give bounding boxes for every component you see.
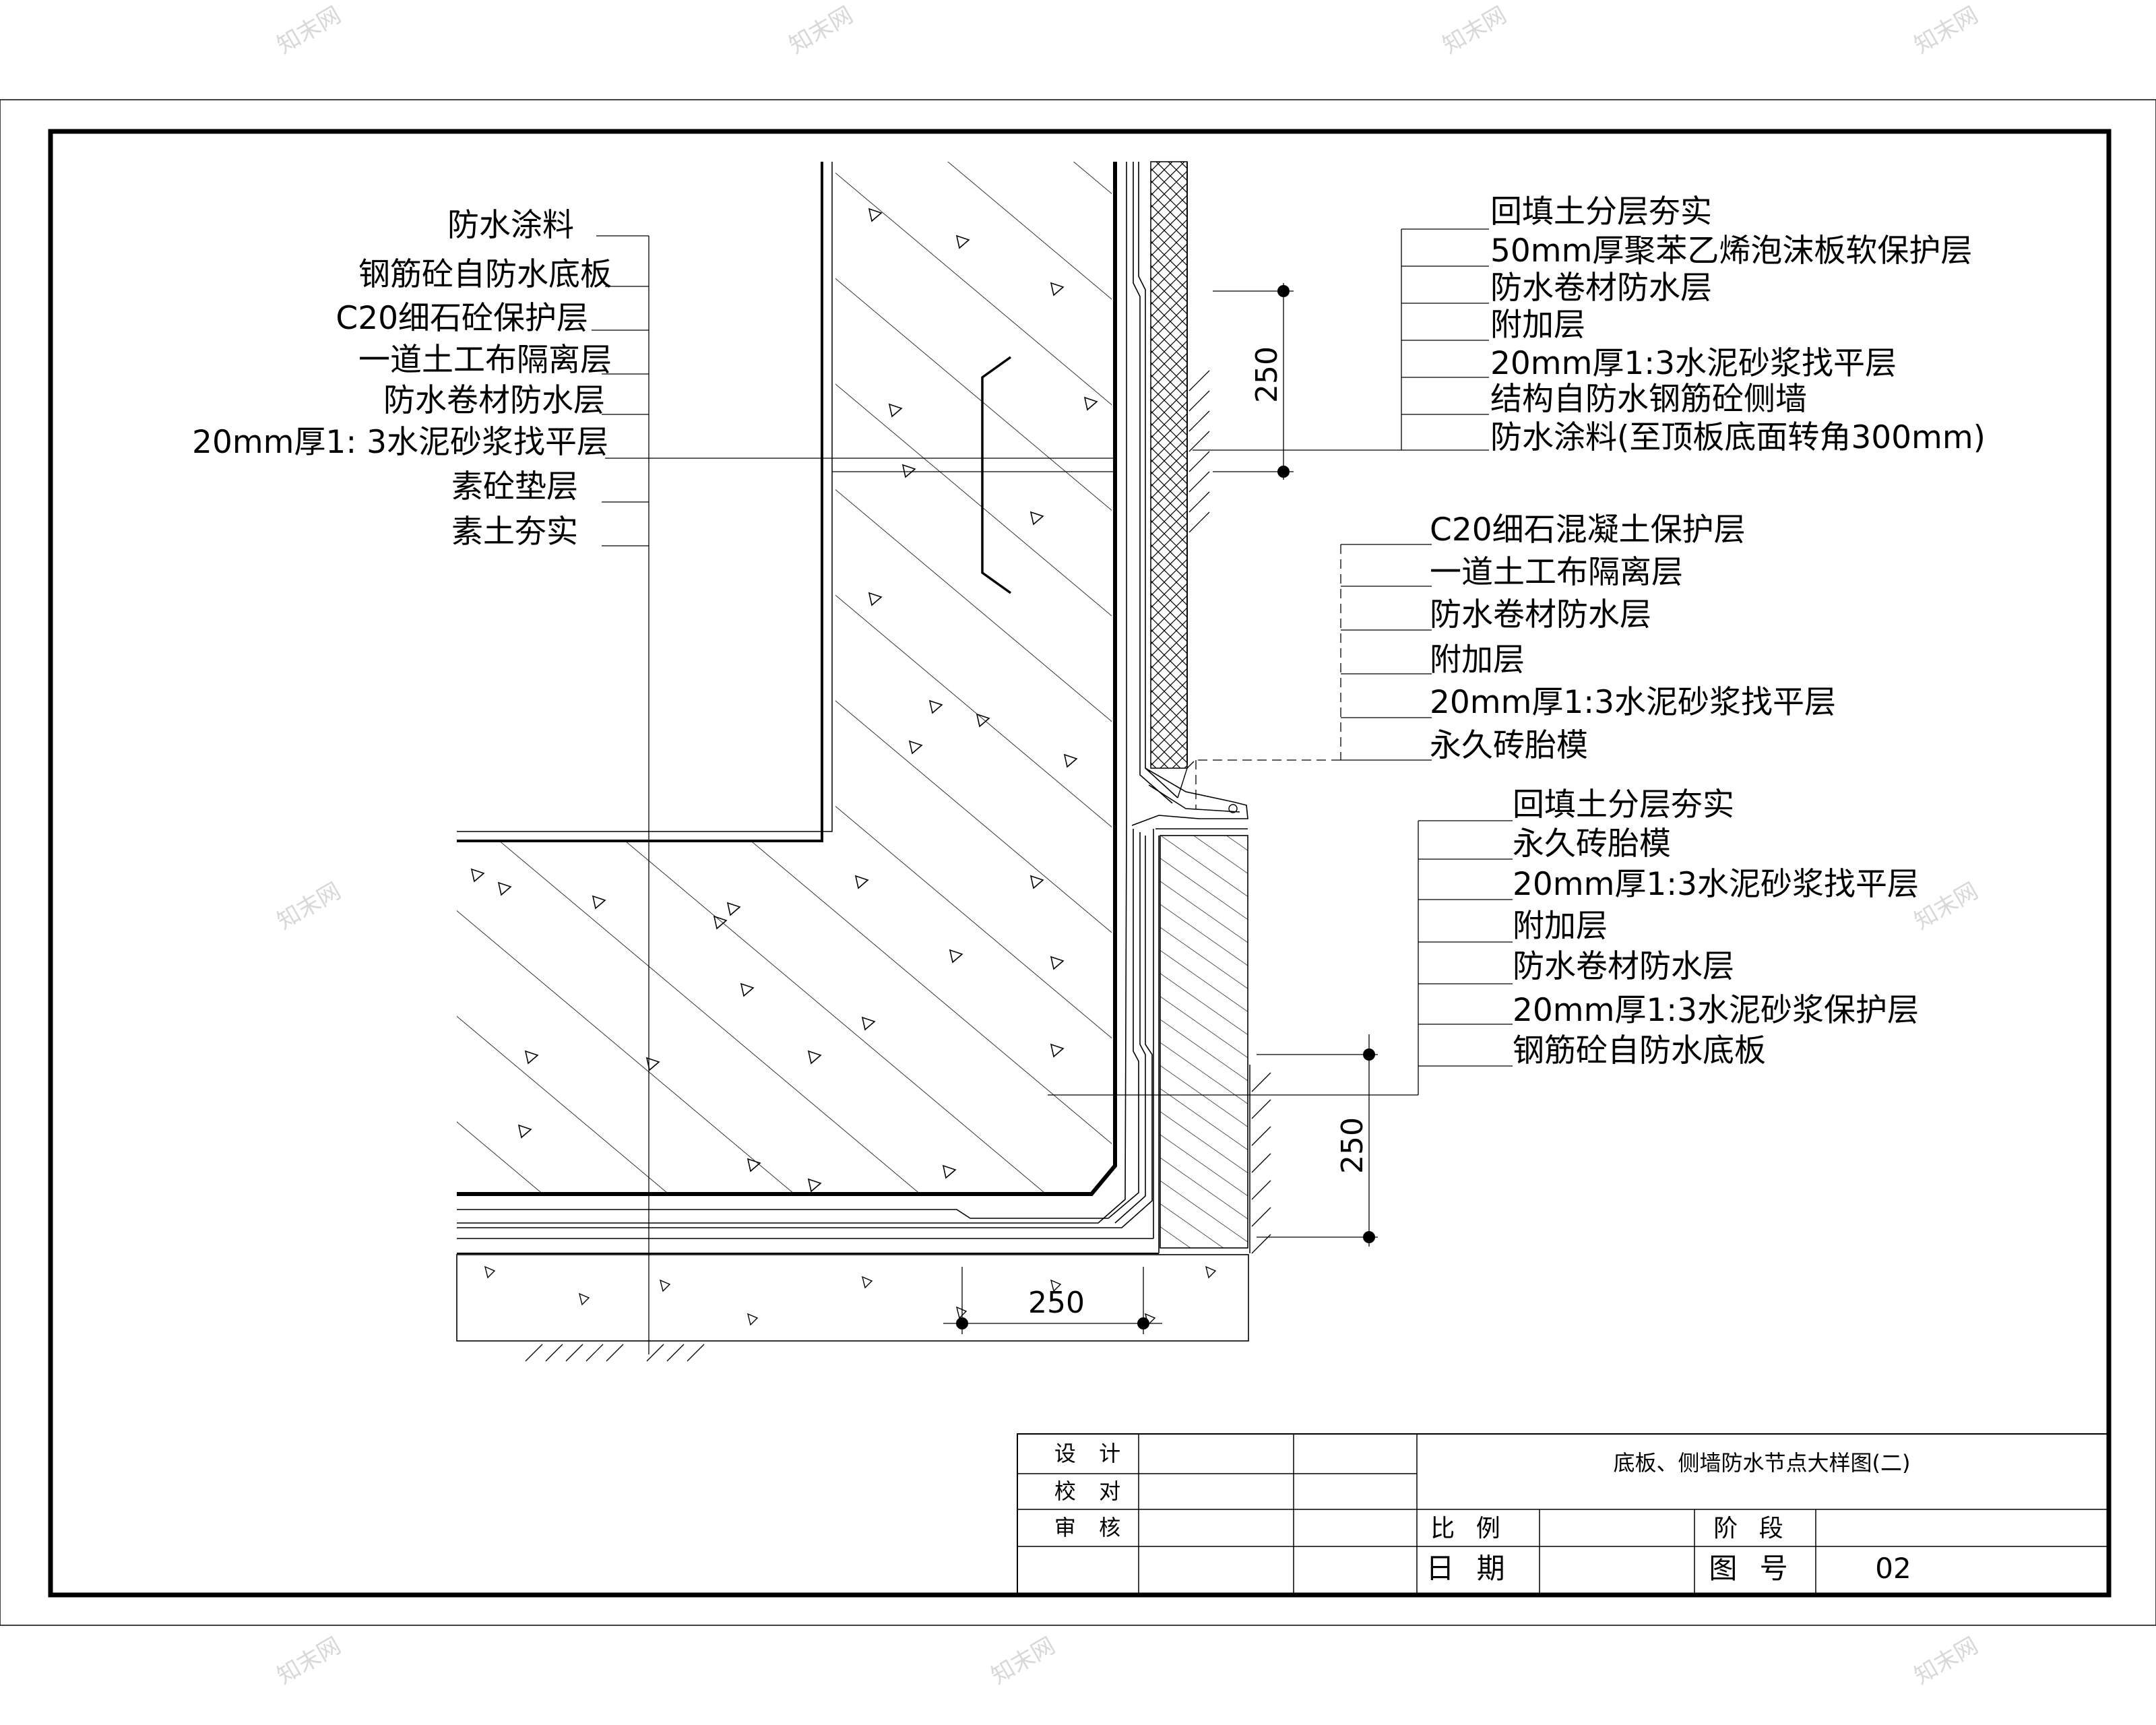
right-top-label-6: 结构自防水钢筋砼侧墙	[1490, 381, 1807, 418]
right-top-leaders	[1193, 228, 1489, 480]
wall-concrete	[835, 162, 1112, 842]
left-label-7: 素砼垫层	[451, 468, 578, 505]
left-label-group: 防水涂料 钢筋砼自防水底板 C20细石砼保护层 一道土工布隔离层 防水卷材防水层…	[192, 207, 612, 551]
brick-mould	[1160, 835, 1248, 1249]
watermark: 知末网	[273, 1, 346, 59]
right-top-label-3: 防水卷材防水层	[1490, 270, 1712, 307]
backfill-lower	[1249, 1065, 1271, 1254]
dim-dot	[1277, 466, 1290, 478]
left-leaders	[592, 235, 1115, 1354]
foam-board	[1150, 161, 1188, 769]
coating-line	[457, 162, 833, 832]
tb-drawing-no: 02	[1875, 1552, 1911, 1585]
left-label-1: 防水涂料	[447, 207, 574, 244]
watermark: 知末网	[1910, 1, 1983, 59]
left-label-6: 20mm厚1: 3水泥砂浆找平层	[192, 424, 608, 461]
tb-scale-label: 比 例	[1430, 1515, 1507, 1542]
right-mid-label-3: 防水卷材防水层	[1430, 596, 1651, 633]
right-top-label-1: 回填土分层夯实	[1490, 193, 1712, 230]
right-bottom-leaders	[1048, 820, 1513, 1247]
right-mid-label-1: C20细石混凝土保护层	[1430, 511, 1746, 548]
slab-top-line	[457, 162, 823, 842]
dim-bottom-vertical: 250	[1335, 1117, 1370, 1174]
right-bottom-label-2: 永久砖胎模	[1513, 825, 1671, 862]
watermark: 知末网	[785, 1, 858, 59]
outer-sheet-border	[0, 99, 2156, 1626]
right-top-label-2: 50mm厚聚苯乙烯泡沫板软保护层	[1490, 232, 1972, 270]
right-mid-ticks	[1341, 544, 1432, 761]
waterproof-layers	[457, 162, 1248, 1254]
dim-dot	[956, 1317, 968, 1329]
watermark: 知末网	[273, 1632, 346, 1690]
tb-design: 设 计	[1054, 1441, 1129, 1466]
backfill-upper	[1188, 370, 1210, 533]
right-bottom-label-1: 回填土分层夯实	[1513, 786, 1734, 823]
dim-horizontal: 250	[1028, 1286, 1085, 1320]
right-top-label-7: 防水涂料(至顶板底面转角300mm)	[1490, 419, 1986, 456]
right-bottom-label-4: 附加层	[1513, 908, 1608, 945]
title-block	[1017, 1433, 2108, 1595]
tb-review: 审 核	[1054, 1515, 1129, 1540]
right-mid-label-group: C20细石混凝土保护层 一道土工布隔离层 防水卷材防水层 附加层 20mm厚1:…	[1430, 511, 1836, 764]
watermark: 知末网	[273, 877, 346, 935]
cushion-layer	[456, 1254, 1249, 1342]
right-mid-label-2: 一道土工布隔离层	[1430, 554, 1683, 591]
tb-stage-label: 阶 段	[1713, 1515, 1789, 1542]
dim-dot	[1277, 285, 1290, 297]
rebar-symbol	[981, 356, 1012, 594]
right-bottom-label-5: 防水卷材防水层	[1513, 948, 1734, 985]
watermark: 知末网	[1910, 1632, 1983, 1690]
dim-dot	[1137, 1317, 1149, 1329]
aggregate-marks	[470, 208, 1098, 1193]
right-bottom-label-group: 回填土分层夯实 永久砖胎模 20mm厚1:3水泥砂浆找平层 附加层 防水卷材防水…	[1513, 786, 1919, 1069]
tb-date-label: 日 期	[1426, 1552, 1511, 1585]
dim-dot	[1363, 1231, 1375, 1243]
dim-dot	[1363, 1048, 1375, 1061]
tb-check: 校 对	[1054, 1478, 1129, 1504]
title-block-text: 设 计 校 对 审 核 底板、侧墙防水节点大样图(二) 比 例 阶 段 日 期 …	[1054, 1441, 1911, 1585]
right-bottom-label-6: 20mm厚1:3水泥砂浆保护层	[1513, 992, 1919, 1029]
right-bottom-label-7: 钢筋砼自防水底板	[1513, 1032, 1766, 1069]
left-label-4: 一道土工布隔离层	[358, 342, 612, 379]
watermark: 知末网	[987, 1632, 1060, 1690]
right-mid-label-4: 附加层	[1430, 641, 1525, 679]
tb-title: 底板、侧墙防水节点大样图(二)	[1614, 1450, 1911, 1476]
left-label-8: 素土夯实	[451, 513, 578, 551]
tb-drawing-no-label: 图 号	[1709, 1552, 1794, 1585]
right-top-label-4: 附加层	[1490, 307, 1585, 344]
right-top-label-5: 20mm厚1:3水泥砂浆找平层	[1490, 345, 1897, 382]
left-label-5: 防水卷材防水层	[383, 382, 605, 419]
structure-concrete	[457, 162, 1117, 1196]
left-label-2: 钢筋砼自防水底板	[358, 256, 612, 293]
right-top-label-group: 回填土分层夯实 50mm厚聚苯乙烯泡沫板软保护层 防水卷材防水层 附加层 20m…	[1490, 193, 1986, 456]
right-mid-label-6: 永久砖胎模	[1430, 727, 1588, 764]
right-mid-label-5: 20mm厚1:3水泥砂浆找平层	[1430, 684, 1836, 721]
right-bottom-label-3: 20mm厚1:3水泥砂浆找平层	[1513, 866, 1919, 903]
slab-concrete	[457, 842, 1112, 1193]
structure-outer-line	[457, 162, 1117, 1196]
dim-top-vertical: 250	[1250, 346, 1284, 403]
soil-hatch	[525, 1344, 705, 1362]
left-label-3: C20细石砼保护层	[336, 300, 588, 337]
watermark: 知末网	[1910, 877, 1983, 935]
cushion-marks	[484, 1265, 1217, 1326]
watermark: 知末网	[1438, 1, 1511, 59]
right-mid-leaders	[1195, 544, 1341, 809]
